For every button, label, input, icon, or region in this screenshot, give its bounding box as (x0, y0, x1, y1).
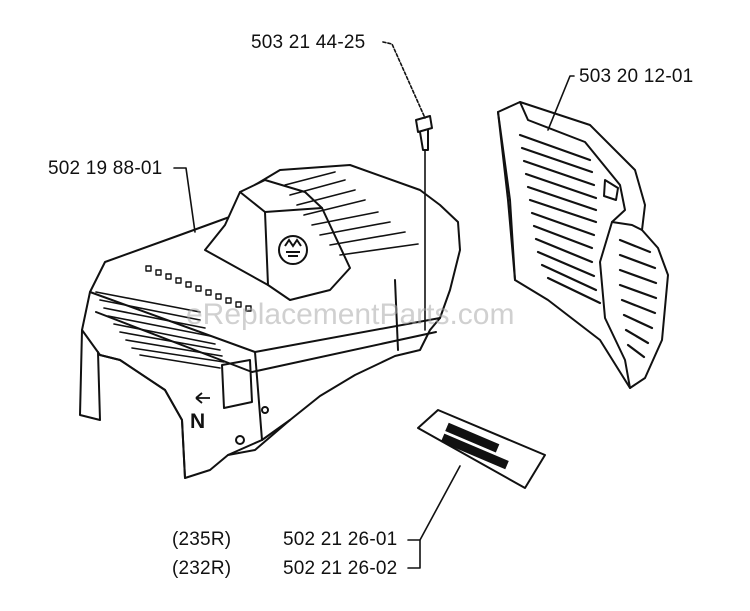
leader-lines (173, 41, 575, 569)
decal-print (440, 422, 509, 470)
watermark: eReplacementParts.com (186, 298, 515, 331)
model-232r-label: (232R) (172, 558, 232, 579)
model-235r-label: (235R) (172, 529, 232, 550)
cover-left-vents (95, 291, 225, 369)
cover-right-vents (284, 171, 419, 256)
part-number-decal-232r[interactable]: 502 21 26-02 (283, 558, 398, 579)
part-number-cover[interactable]: 502 19 88-01 (48, 158, 163, 179)
cover-letter-n: N (190, 410, 206, 433)
engine-cover (79, 164, 461, 479)
cover-hole-row (145, 265, 252, 312)
crown-logo-icon (278, 235, 308, 265)
part-number-screw[interactable]: 503 21 44-25 (251, 32, 366, 53)
screw (415, 115, 433, 151)
part-number-decal-235r[interactable]: 502 21 26-01 (283, 529, 398, 550)
cover-arrow-icon (195, 392, 210, 404)
part-number-grille[interactable]: 503 20 12-01 (579, 66, 694, 87)
grille-slats (518, 133, 658, 359)
decal (417, 409, 546, 489)
